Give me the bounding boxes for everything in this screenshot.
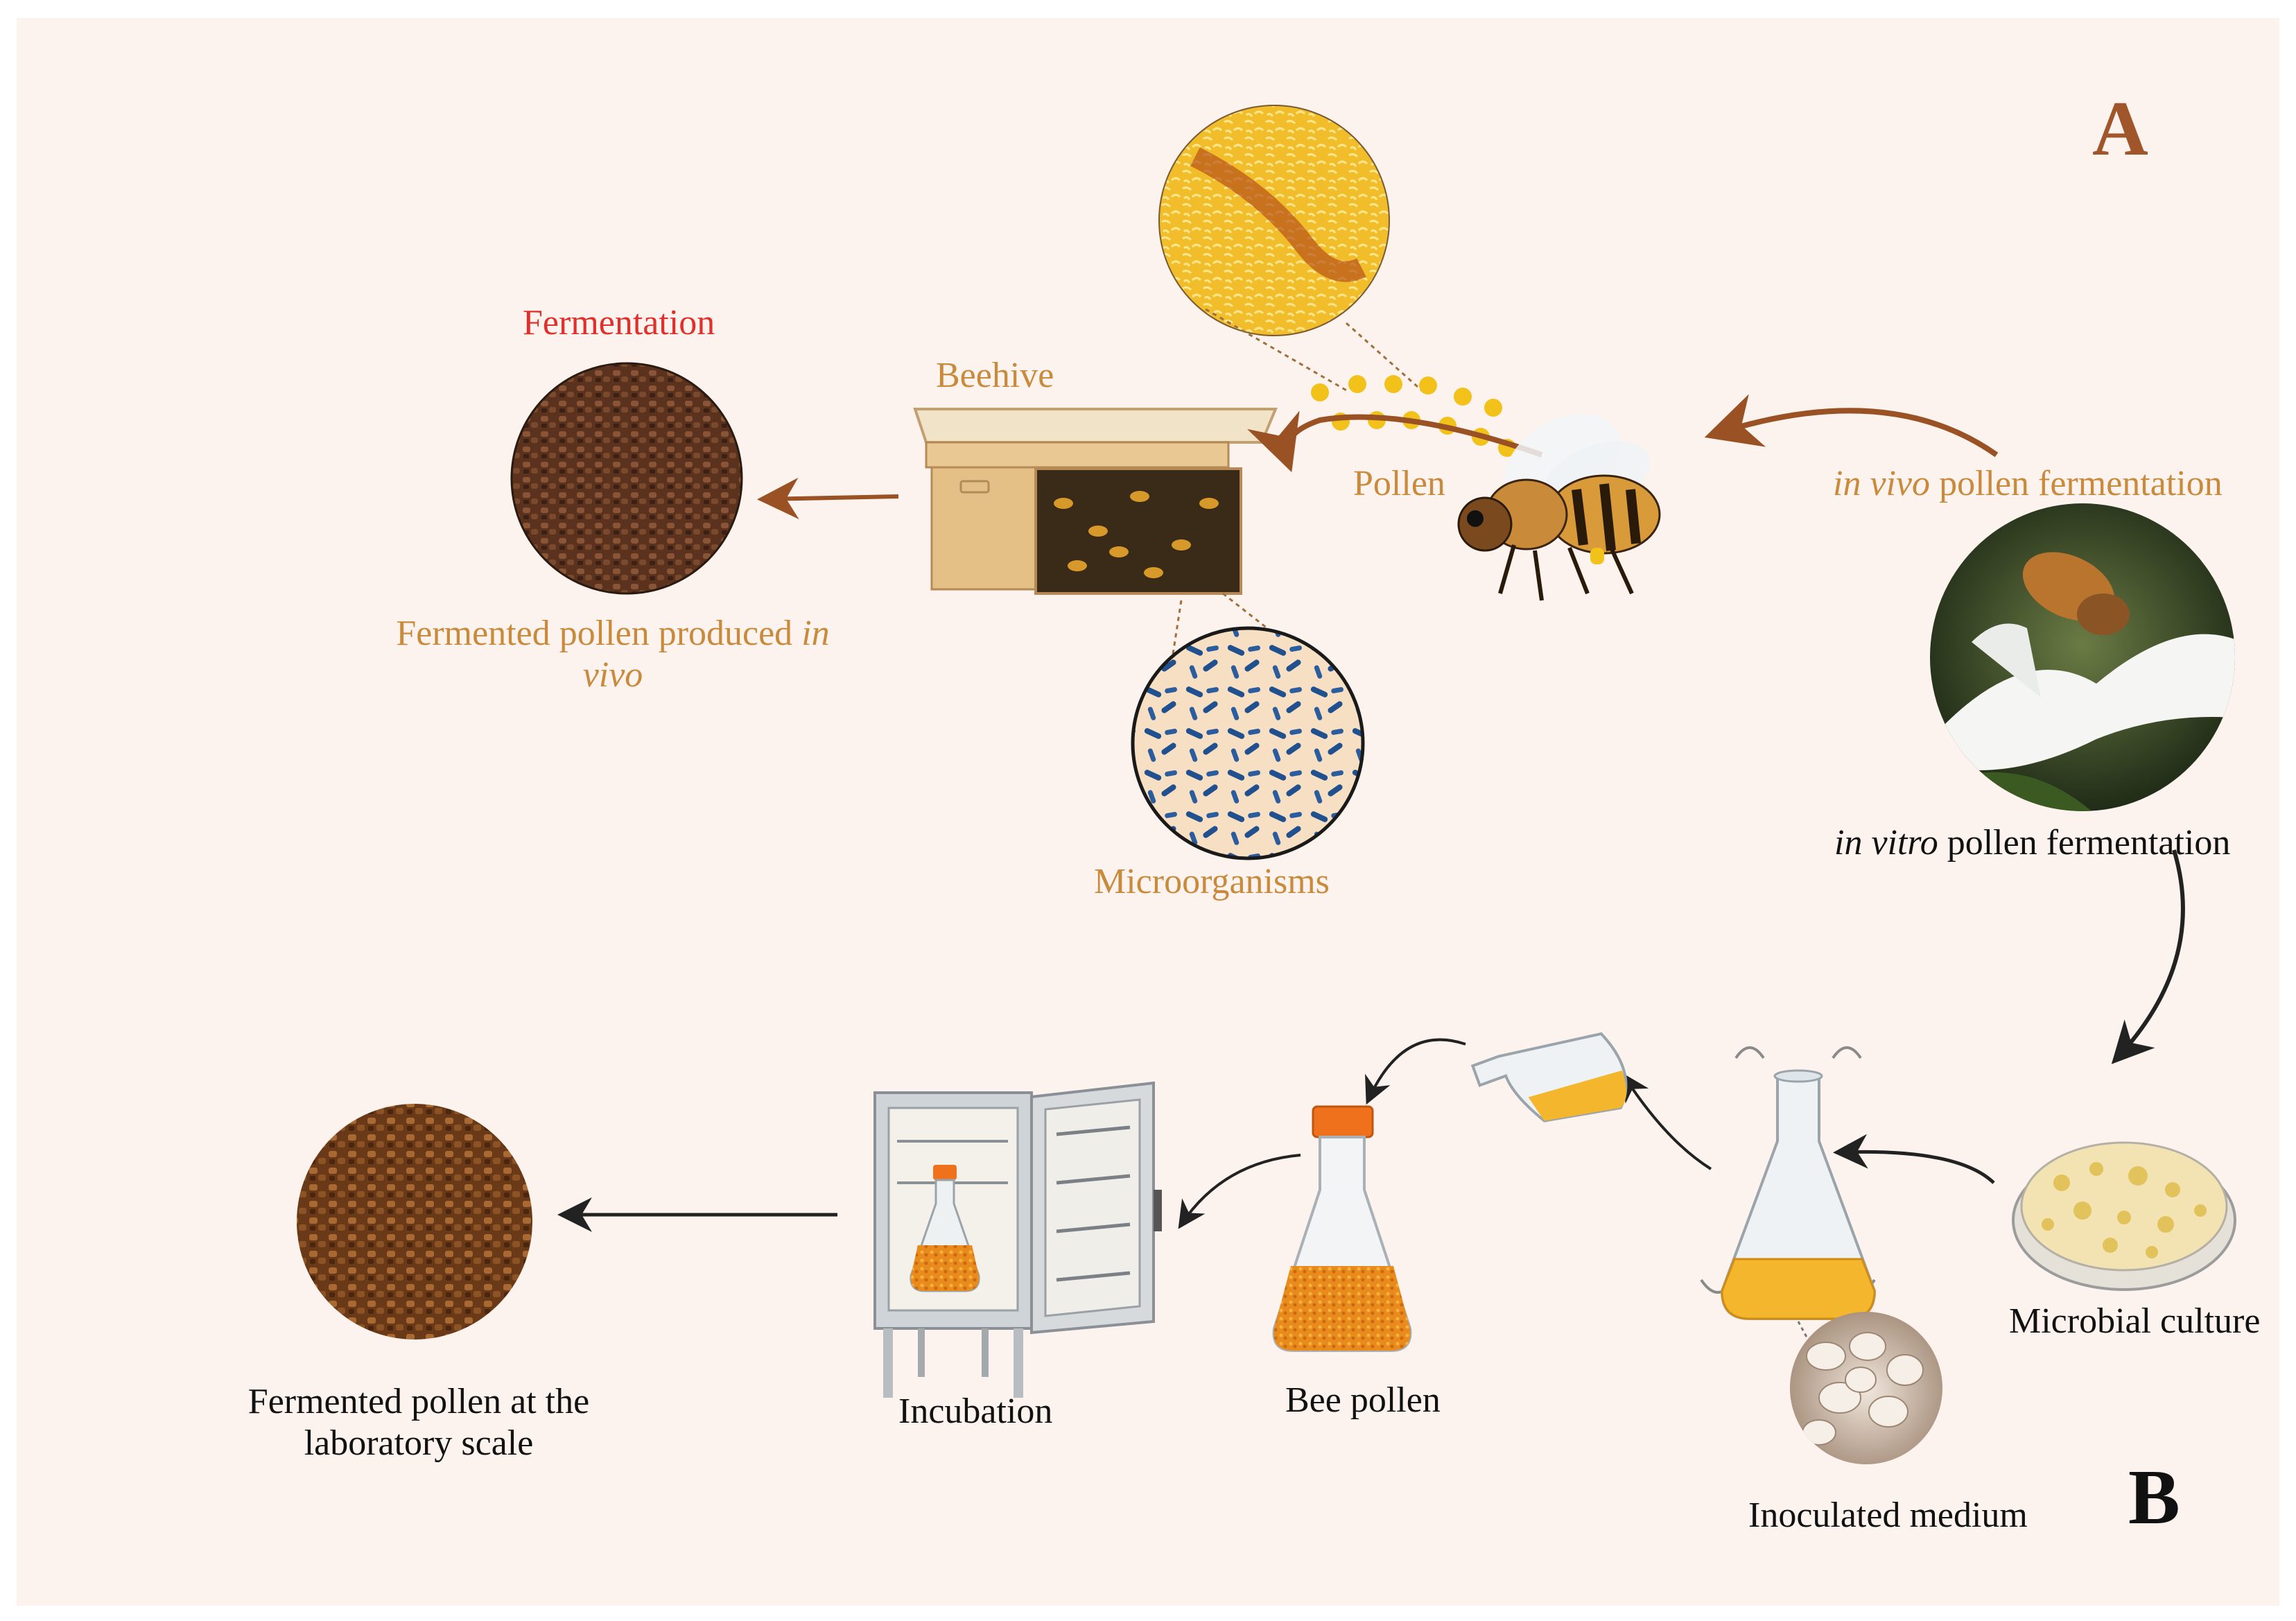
fermented-in-vivo-italic-in: in — [801, 614, 830, 653]
arrow-invitro-to-culture — [2111, 849, 2185, 1064]
in-vitro-rest: pollen fermentation — [1938, 823, 2231, 862]
diagram-art — [297, 105, 2236, 1464]
tilted-flask-icon — [1470, 1032, 1628, 1122]
arrow-flower-to-bee — [1704, 394, 1999, 458]
pollen-closeup-icon — [1158, 105, 1390, 336]
shaking-flask-icon — [1700, 1046, 1877, 1320]
bee-icon — [1457, 414, 1661, 601]
beehive-label: Beehive — [936, 356, 1054, 395]
fermented-in-vivo-label: Fermented pollen produced in vivo — [363, 613, 862, 696]
inoculated-medium-label: Inoculated medium — [1748, 1496, 2028, 1535]
figure-panel: A B Fermentation Beehive Pollen Fermente… — [17, 18, 2279, 1606]
arrow-beepollen-to-incubator — [1178, 1154, 1301, 1229]
panel-b-label: B — [2128, 1455, 2180, 1541]
fermentation-label: Fermentation — [523, 303, 715, 343]
in-vivo-rest: pollen fermentation — [1930, 464, 2223, 503]
petri-dish-icon — [2012, 1141, 2236, 1291]
arrow-hive-to-fermented — [757, 478, 899, 519]
arrow-culture-to-flask — [1833, 1134, 1995, 1184]
fermented-lab-label: Fermented pollen at the laboratory scale — [190, 1381, 647, 1464]
fermented-pollen-photo-icon — [510, 362, 743, 595]
fermented-lab-line2: laboratory scale — [304, 1423, 534, 1463]
panel-a-label: A — [2092, 86, 2148, 172]
lab-fermented-pollen-icon — [297, 1104, 532, 1340]
arrow-bee-to-hive — [1247, 410, 1543, 473]
bee-pollen-flask-icon — [1272, 1105, 1412, 1352]
microorganisms-label: Microorganisms — [1094, 862, 1330, 901]
beehive-icon — [913, 408, 1278, 595]
microbial-culture-label: Microbial culture — [2009, 1301, 2261, 1341]
fermented-in-vivo-text: Fermented pollen produced — [396, 614, 802, 653]
pollen-label: Pollen — [1353, 464, 1445, 503]
arrow-tilted-to-beepollen — [1365, 1038, 1466, 1105]
in-vivo-italic: in vivo — [1833, 464, 1931, 503]
arrow-flask-to-tilted — [1621, 1073, 1712, 1170]
bee-on-flower-photo-icon — [1930, 503, 2235, 811]
in-vitro-fermentation-label: in vitro pollen fermentation — [1834, 822, 2230, 864]
fermented-in-vivo-italic-vivo: vivo — [582, 655, 643, 695]
in-vivo-fermentation-label: in vivo pollen fermentation — [1833, 463, 2223, 505]
incubator-icon — [873, 1081, 1162, 1398]
bee-pollen-label: Bee pollen — [1285, 1380, 1441, 1420]
microorganism-closeup-icon — [1131, 626, 1365, 860]
in-vitro-italic: in vitro — [1834, 823, 1938, 862]
fermented-lab-line1: Fermented pollen at the — [247, 1382, 590, 1421]
incubation-label: Incubation — [898, 1392, 1053, 1431]
yeast-closeup-icon — [1790, 1312, 1942, 1464]
